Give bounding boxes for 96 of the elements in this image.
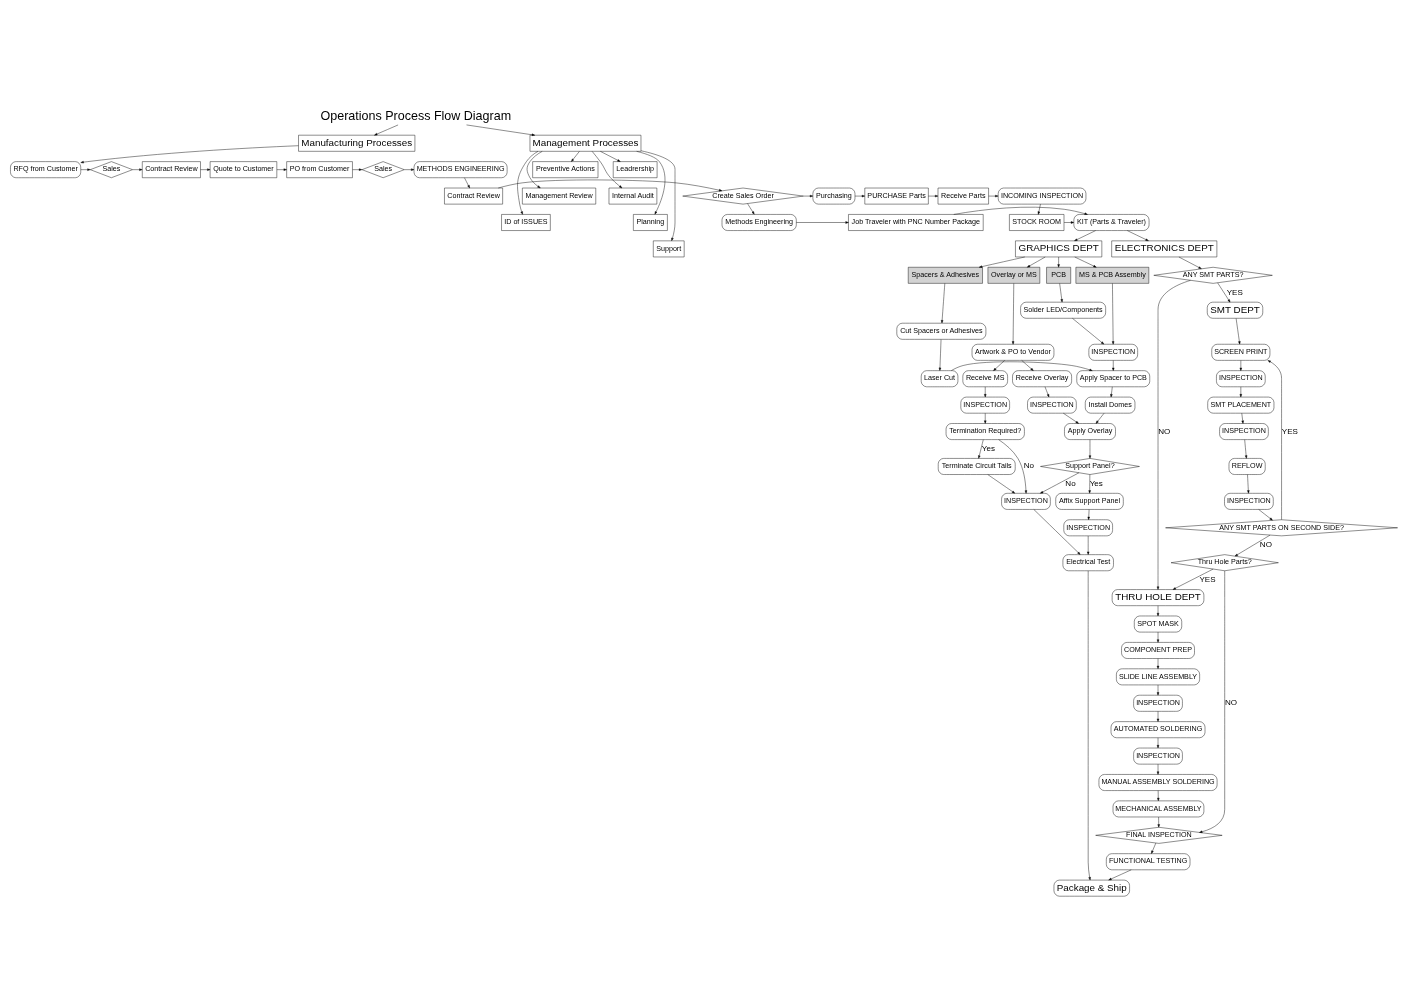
arrow bbox=[1011, 282, 1015, 344]
arrow bbox=[80, 144, 299, 163]
arrow bbox=[1021, 359, 1034, 371]
arrow bbox=[1217, 282, 1231, 302]
arrow bbox=[940, 282, 946, 323]
arrow bbox=[1057, 256, 1060, 267]
arrow bbox=[984, 386, 987, 397]
node-box: SMT DEPT bbox=[1207, 301, 1263, 318]
arrow bbox=[1235, 317, 1241, 344]
arrow bbox=[1087, 508, 1090, 520]
arrow bbox=[803, 194, 814, 197]
arrow bbox=[987, 473, 1015, 493]
arrow bbox=[1040, 472, 1080, 494]
arrow bbox=[526, 150, 543, 188]
arrow bbox=[80, 168, 91, 171]
arrow bbox=[1244, 439, 1248, 459]
arrow bbox=[571, 150, 580, 162]
arrow bbox=[591, 150, 623, 188]
edge-label: NO bbox=[1158, 426, 1171, 436]
arrow bbox=[1172, 568, 1214, 590]
arrow bbox=[928, 194, 939, 197]
arrow bbox=[1112, 359, 1115, 371]
edge-label: No bbox=[1065, 478, 1076, 488]
arrow bbox=[1063, 220, 1074, 224]
arrow bbox=[1110, 386, 1113, 397]
arrow bbox=[1087, 535, 1090, 555]
arrow bbox=[1088, 439, 1092, 459]
arrow bbox=[276, 168, 287, 171]
arrow bbox=[979, 256, 1026, 268]
arrow bbox=[1087, 570, 1091, 880]
arrow bbox=[498, 179, 723, 191]
arrow bbox=[984, 412, 987, 424]
arrow bbox=[464, 177, 470, 188]
arrow bbox=[636, 150, 666, 214]
arrow bbox=[953, 206, 1088, 215]
arrow bbox=[1072, 317, 1105, 344]
arrow bbox=[1063, 412, 1079, 424]
arrow bbox=[1033, 508, 1081, 555]
arrow bbox=[938, 338, 942, 371]
edge-label: NO bbox=[1224, 697, 1238, 707]
arrow bbox=[1178, 256, 1202, 269]
arrow bbox=[1027, 256, 1046, 267]
edge-label: NO bbox=[1259, 539, 1272, 549]
node-text: Operations Process Flow Diagram bbox=[320, 108, 512, 123]
arrow bbox=[1156, 279, 1191, 590]
arrow bbox=[404, 168, 415, 171]
arrow bbox=[988, 194, 999, 197]
arrow bbox=[1157, 789, 1160, 801]
arrow bbox=[993, 359, 1005, 371]
arrow bbox=[796, 220, 849, 224]
arrow bbox=[1234, 534, 1271, 556]
arrow bbox=[1127, 229, 1149, 241]
edge-label: YES bbox=[1281, 426, 1298, 436]
arrow bbox=[998, 438, 1028, 494]
arrow bbox=[1156, 710, 1160, 722]
arrow bbox=[1157, 816, 1160, 827]
arrow bbox=[1241, 412, 1244, 424]
arrow bbox=[517, 150, 539, 215]
arrow bbox=[466, 124, 535, 136]
arrow bbox=[1111, 282, 1115, 344]
arrow bbox=[1156, 631, 1160, 643]
arrow bbox=[1044, 386, 1050, 397]
arrow bbox=[1108, 869, 1132, 880]
arrow bbox=[600, 150, 621, 162]
arrow bbox=[1156, 737, 1160, 748]
arrow bbox=[1037, 203, 1041, 215]
arrow bbox=[1151, 842, 1157, 854]
arrow bbox=[747, 202, 755, 214]
arrow bbox=[132, 168, 143, 171]
arrow bbox=[1239, 386, 1242, 397]
arrow bbox=[951, 361, 1093, 371]
arrow bbox=[1088, 473, 1091, 493]
arrow bbox=[1199, 570, 1225, 833]
arrow bbox=[1156, 763, 1160, 775]
arrow bbox=[374, 124, 399, 135]
edge-label: YES bbox=[1199, 574, 1216, 584]
arrow bbox=[1247, 473, 1250, 493]
arrow bbox=[1059, 282, 1063, 302]
arrow bbox=[978, 439, 984, 459]
arrow bbox=[640, 150, 676, 241]
edge-label: No bbox=[1023, 460, 1035, 470]
arrow bbox=[1074, 229, 1096, 241]
arrow bbox=[1267, 359, 1282, 520]
arrow bbox=[1074, 256, 1097, 267]
arrow bbox=[1239, 359, 1242, 371]
arrow bbox=[1156, 605, 1160, 616]
arrow bbox=[854, 194, 865, 197]
arrow bbox=[352, 168, 363, 171]
arrow bbox=[1156, 657, 1160, 669]
edge-label: Yes bbox=[1089, 478, 1103, 488]
edge-label: YES bbox=[1226, 287, 1243, 297]
arrow bbox=[1156, 684, 1160, 695]
arrow bbox=[1258, 508, 1273, 520]
arrow bbox=[1095, 412, 1105, 424]
edge-label: Yes bbox=[981, 443, 995, 453]
arrow bbox=[200, 168, 211, 171]
